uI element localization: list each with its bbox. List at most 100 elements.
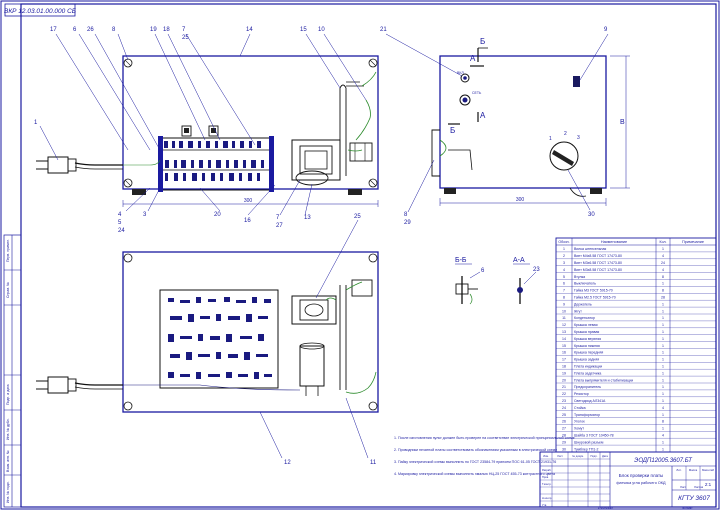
spec-cell: 1 xyxy=(662,440,664,444)
cut-mark-b-bottom: Б xyxy=(450,126,455,135)
spec-cell: 18 xyxy=(562,365,566,369)
spec-cell: 6 xyxy=(563,282,565,286)
spec-cell: 30 xyxy=(562,447,566,451)
sheets-label: Листов xyxy=(694,485,704,489)
callout-14: 14 xyxy=(246,27,253,33)
spec-cell: 21 xyxy=(562,385,566,389)
panel-text-vkl: ВКЛ xyxy=(457,71,464,75)
callout-13: 13 xyxy=(304,215,311,221)
spec-head-pos: Обозн. xyxy=(558,240,569,244)
callout-8b: 8 xyxy=(404,212,408,218)
spec-cell: Крышка передняя xyxy=(574,351,603,355)
spec-cell: 29 xyxy=(562,440,566,444)
callout-12: 12 xyxy=(284,460,291,466)
spec-cell: Крышка нижняя xyxy=(574,344,600,348)
top-front-view: 300 xyxy=(36,55,379,207)
knob-label-1: 1 xyxy=(549,136,552,142)
spec-cell: 19 xyxy=(562,371,566,375)
stamp-list: Лист xyxy=(557,454,563,458)
spec-cell: Винт М3х6.58 ГОСТ 17473-80 xyxy=(574,261,622,265)
format-label: Формат xyxy=(682,506,693,510)
spec-cell: 16 xyxy=(562,351,566,355)
spec-cell: Втулка xyxy=(574,275,585,279)
spec-cell: Выключатель xyxy=(574,282,596,286)
spec-cell: 4 xyxy=(662,254,664,258)
spec-cell: 1 xyxy=(662,427,664,431)
callout-4: 4 xyxy=(118,212,122,218)
callout-21: 21 xyxy=(380,27,387,33)
callout-6: 6 xyxy=(73,27,77,33)
side-stamp-3: Подп. и дата xyxy=(6,384,10,405)
knob-label-2: 2 xyxy=(564,131,567,137)
spec-cell: 8 xyxy=(662,289,664,293)
spec-cell: Предохранитель xyxy=(574,385,601,389)
section-bb-title: Б-Б xyxy=(455,257,467,264)
spec-cell: 28 xyxy=(562,434,566,438)
housing-outline-top xyxy=(122,55,379,190)
spec-cell: 20 xyxy=(562,378,566,382)
callout-6b: 6 xyxy=(481,268,485,274)
spec-cell: 1 xyxy=(662,302,664,306)
drawing-title-2: фатчика угла рабочего ОКД xyxy=(616,481,666,485)
spec-cell: Крышка левая xyxy=(574,323,598,327)
spec-cell: 22 xyxy=(562,392,566,396)
callout-10: 10 xyxy=(318,27,325,33)
spec-cell: Шайба 3 ГОСТ 10450-78 xyxy=(574,434,614,438)
spec-cell: Резистор xyxy=(574,392,589,396)
callout-17: 17 xyxy=(50,27,57,33)
spec-cell: 7 xyxy=(563,289,565,293)
spec-cell: 23 xyxy=(562,399,566,403)
spec-cell: 1 xyxy=(662,378,664,382)
spec-cell: 24 xyxy=(562,406,566,410)
callout-5: 5 xyxy=(118,220,122,226)
spec-cell: Уголок xyxy=(574,420,585,424)
spec-head-note: Примечание xyxy=(682,240,704,244)
spec-cell: 4 xyxy=(563,268,565,272)
spec-cell: 1 xyxy=(662,392,664,396)
side-stamp: Перв. примен. Справ. № Подп. и дата Инв.… xyxy=(3,234,22,508)
spec-cell: 26 xyxy=(562,420,566,424)
spec-cell: 1 xyxy=(662,351,664,355)
spec-cell: Вилка штепсельная xyxy=(574,247,606,251)
spec-cell: 1 xyxy=(662,385,664,389)
spec-cell: 1 xyxy=(662,358,664,362)
spec-cell: Винт М4х8.58 ГОСТ 17473-80 xyxy=(574,254,622,258)
callout-3: 3 xyxy=(143,212,147,218)
callout-8: 8 xyxy=(112,27,116,33)
side-stamp-1: Перв. примен. xyxy=(6,239,10,262)
stamp-utv: Утв. xyxy=(542,503,547,507)
spec-cell: Трансформатор xyxy=(574,413,600,417)
note-4: 4. Маркировку электрической схемы выполн… xyxy=(394,472,555,476)
spec-cell: Гайка М2.5 ГОСТ 5915-70 xyxy=(574,296,616,300)
spec-cell: Плата задатчика xyxy=(574,371,601,375)
housing-outline-bottom xyxy=(122,251,379,413)
spec-cell: 1 xyxy=(662,413,664,417)
spec-cell: Плата выпрямителя и стабилизации xyxy=(574,378,633,382)
stamp-razrab: Разраб. xyxy=(542,468,552,472)
spec-cell: Хомут xyxy=(574,427,584,431)
spec-cell: 1 xyxy=(662,399,664,403)
spec-cell: 1 xyxy=(662,309,664,313)
cut-mark-a-top: А xyxy=(470,54,476,63)
side-stamp-6: Инв. № подл. xyxy=(6,481,10,503)
spec-cell: 27 xyxy=(562,427,566,431)
spec-cell: 14 xyxy=(562,337,566,341)
spec-cell: 28 xyxy=(661,296,665,300)
spec-cell: 8 xyxy=(563,296,565,300)
spec-cell: Конденсатор xyxy=(574,316,595,320)
stamp-doc: № докум. xyxy=(572,455,584,458)
knob-label-3: 3 xyxy=(577,135,580,141)
spec-cell: 1 xyxy=(662,316,664,320)
callout-7a: 7 xyxy=(182,27,186,33)
callout-20: 20 xyxy=(214,212,221,218)
spec-cell: 25 xyxy=(562,413,566,417)
mass-label: Масса xyxy=(689,468,698,472)
spec-cell: 8 xyxy=(662,420,664,424)
note-3: 3. Пайку электрической схемы выполнить п… xyxy=(394,460,556,464)
spec-cell: 2 xyxy=(563,254,565,258)
spec-cell: 1 xyxy=(662,371,664,375)
spec-cell: 24 xyxy=(661,261,665,265)
spec-cell: 1 xyxy=(662,365,664,369)
top-stamp-code: ВКР 12.03.01.00.000 СБ xyxy=(4,8,76,15)
